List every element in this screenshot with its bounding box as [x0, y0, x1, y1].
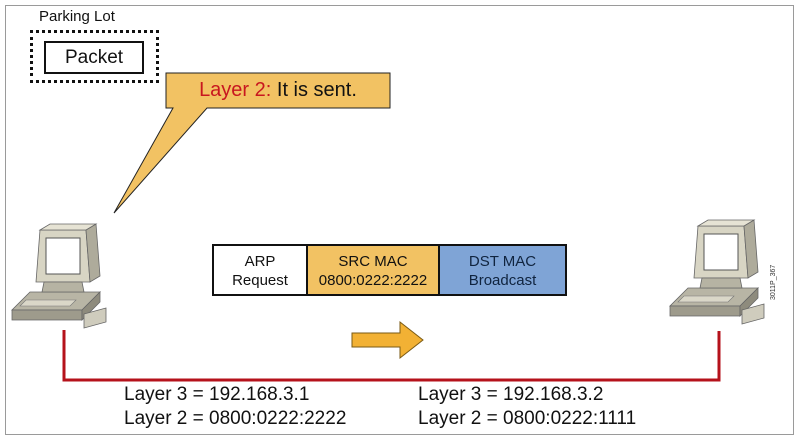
- packet-box: Packet: [44, 41, 144, 74]
- frame-field-src-mac: SRC MAC 0800:0222:2222: [306, 244, 440, 296]
- host-address-right: Layer 3 = 192.168.3.2 Layer 2 = 0800:022…: [418, 383, 636, 431]
- host-layer2-address: Layer 2 = 0800:0222:2222: [124, 408, 347, 429]
- field-value: Request: [232, 272, 288, 289]
- host-layer3-address: Layer 3 = 192.168.3.1: [124, 384, 310, 405]
- callout-layer-label: Layer 2:: [199, 79, 272, 101]
- callout-message: It is sent.: [271, 79, 357, 101]
- host-layer3-address: Layer 3 = 192.168.3.2: [418, 384, 604, 405]
- field-label: SRC MAC: [338, 253, 408, 270]
- frame-field-dst-mac: DST MAC Broadcast: [438, 244, 567, 296]
- parking-lot-area: [30, 30, 159, 83]
- field-label: ARP: [244, 253, 276, 270]
- callout-text: Layer 2: It is sent.: [168, 73, 388, 108]
- field-value: 0800:0222:2222: [318, 272, 428, 289]
- frame-field-arp-request: ARP Request: [212, 244, 308, 296]
- parking-lot-title: Parking Lot: [39, 8, 115, 25]
- host-layer2-address: Layer 2 = 0800:0222:1111: [418, 408, 637, 429]
- host-address-left: Layer 3 = 192.168.3.1 Layer 2 = 0800:022…: [124, 383, 346, 431]
- field-value: Broadcast: [468, 272, 537, 289]
- field-label: DST MAC: [468, 253, 537, 270]
- figure-code: 3011P_367: [770, 264, 777, 300]
